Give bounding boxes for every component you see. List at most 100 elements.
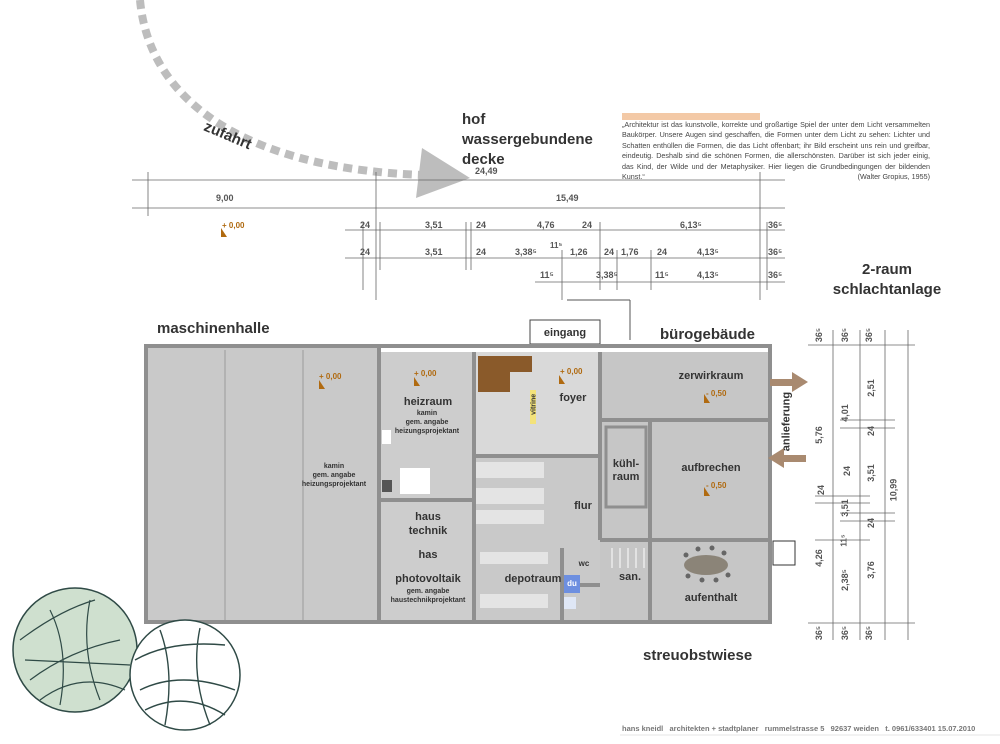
dim-r2-7: 1,76 xyxy=(621,247,639,257)
dim-r3-2: 11⁵ xyxy=(655,270,669,280)
room-zerwirkraum: zerwirkraum xyxy=(678,370,744,382)
level-foyer: + 0,00 xyxy=(560,367,583,376)
dim-right-total: 10,99 xyxy=(888,478,899,502)
dimension-lines-right xyxy=(808,330,915,640)
dim-c1-3: 4,26 xyxy=(813,549,824,567)
dim-r2-6: 24 xyxy=(604,247,615,257)
room-du: du xyxy=(567,579,577,588)
schlacht-line-2: schlachtanlage xyxy=(832,281,942,298)
dim-r1-4: 24 xyxy=(582,220,593,230)
tree-left xyxy=(12,587,138,713)
kuehlraum-line-1: kühl- xyxy=(612,458,640,470)
maschinenhalle-label: maschinenhalle xyxy=(157,320,270,337)
dim-r2-3: 3,38⁵ xyxy=(515,247,537,257)
gropius-quote: „Architektur ist das kunstvolle, korrekt… xyxy=(622,120,930,182)
room-flur: flur xyxy=(574,500,592,512)
zufahrt-arrow-path xyxy=(136,0,426,179)
room-vitrine: vitrine xyxy=(530,393,538,415)
vitrine-bar xyxy=(530,390,536,424)
heizraum-note-2: gem. angabe xyxy=(405,418,449,426)
sink-box xyxy=(564,597,576,609)
dim-r3-1: 3,38⁵ xyxy=(596,270,618,280)
dim-r2-9: 4,13⁵ xyxy=(697,247,719,257)
heizraum-notes: kamin gem. angabe heizungsprojektant xyxy=(382,410,472,436)
dim-r3-4: 36⁵ xyxy=(768,270,783,280)
schlachtanlage-label: 2-raum schlachtanlage xyxy=(822,260,952,300)
dim-r2-10: 36⁵ xyxy=(768,247,783,257)
anlieferung-label: anlieferung xyxy=(780,391,793,452)
dim-c3-0: 36⁵ xyxy=(864,327,875,343)
buerogebaeude-label: bürogebäude xyxy=(660,326,756,343)
room-san: san. xyxy=(618,571,641,583)
dim-c1-4: 36⁵ xyxy=(814,625,825,641)
footer-credits: hans kneidl architekten + stadtplaner ru… xyxy=(622,724,976,733)
dim-b: 15,49 xyxy=(556,193,579,203)
dim-c1-2: 24 xyxy=(816,484,827,496)
chairs xyxy=(683,545,731,583)
dim-c3-6: 36⁵ xyxy=(864,625,875,641)
dim-r3-0: 11⁵ xyxy=(540,270,554,280)
dim-r2-1: 3,51 xyxy=(425,247,443,257)
kuehlraum-box xyxy=(604,425,648,509)
level-zerwirk: - 0,50 xyxy=(706,389,727,398)
level-top: + 0,00 xyxy=(222,221,245,230)
dim-total-top: 24,49 xyxy=(475,166,498,176)
halle-note-3: heizungsprojektant xyxy=(301,480,367,488)
level-aufbrechen: - 0,50 xyxy=(706,481,727,490)
dim-c2-4: 11⁵ xyxy=(839,534,849,547)
dim-c1-0: 36⁵ xyxy=(814,327,825,343)
room-haustechnik: haus technik has xyxy=(392,510,464,562)
streuobstwiese-label: streuobstwiese xyxy=(643,647,753,664)
haustechnik-line-3: has xyxy=(418,549,438,561)
dimension-lines-top xyxy=(132,172,785,300)
dim-r1-2: 24 xyxy=(476,220,487,230)
room-photovoltaik: photovoltaik xyxy=(395,573,461,585)
dim-c3-3: 3,51 xyxy=(865,464,876,482)
dim-a: 9,00 xyxy=(216,193,234,203)
pv-note-2: haustechnikprojektant xyxy=(390,596,466,604)
dim-c3-2: 24 xyxy=(866,425,877,437)
dim-r2-2: 24 xyxy=(476,247,487,257)
haustechnik-line-1: haus xyxy=(415,511,441,523)
heizraum-note-1: kamin xyxy=(416,410,438,417)
room-wc: wc xyxy=(578,559,590,568)
small-square xyxy=(772,540,796,566)
dim-c2-5: 2,38⁵ xyxy=(839,569,850,591)
furniture xyxy=(382,430,548,608)
dim-r2-4: 11⁵ xyxy=(550,241,563,250)
dim-r1-5: 6,13⁵ xyxy=(680,220,702,230)
dim-r3-3: 4,13⁵ xyxy=(697,270,719,280)
hof-line-3: decke xyxy=(462,151,505,168)
dim-c1-1: 5,76 xyxy=(813,426,824,444)
hall-columns xyxy=(224,350,304,620)
halle-note-2: gem. angabe xyxy=(312,471,356,479)
table-ellipse xyxy=(684,555,728,575)
halle-note-1: kamin xyxy=(323,463,345,470)
hof-line-1: hof xyxy=(462,111,486,128)
dim-c3-5: 3,76 xyxy=(865,561,876,579)
dim-r2-0: 24 xyxy=(360,247,371,257)
room-depotraum: depotraum xyxy=(504,573,562,585)
pv-notes: gem. angabe haustechnikprojektant xyxy=(382,588,474,606)
room-heizraum: heizraum xyxy=(403,396,453,408)
eingang-label: eingang xyxy=(543,327,587,339)
level-halle: + 0,00 xyxy=(319,372,342,381)
quote-author: (Walter Gropius, 1955) xyxy=(857,172,930,181)
room-kuehlraum: kühl- raum xyxy=(606,458,646,484)
room-aufbrechen: aufbrechen xyxy=(681,462,741,474)
level-triangles xyxy=(221,228,710,496)
dim-c2-6: 36⁵ xyxy=(840,625,851,641)
dim-r1-6: 36⁵ xyxy=(768,220,783,230)
dim-c3-4: 24 xyxy=(866,517,877,529)
entrance-lines xyxy=(529,299,631,345)
dim-r2-5: 1,26 xyxy=(570,247,588,257)
zufahrt-arrow-head xyxy=(416,148,470,198)
halle-notes: kamin gem. angabe heizungsprojektant xyxy=(290,463,378,489)
room-foyer: foyer xyxy=(559,392,587,404)
dim-r1-1: 3,51 xyxy=(425,220,443,230)
quote-highlight xyxy=(622,113,760,120)
building-walls xyxy=(144,344,772,624)
dim-c2-2: 24 xyxy=(842,465,853,477)
dim-r1-0: 24 xyxy=(360,220,371,230)
